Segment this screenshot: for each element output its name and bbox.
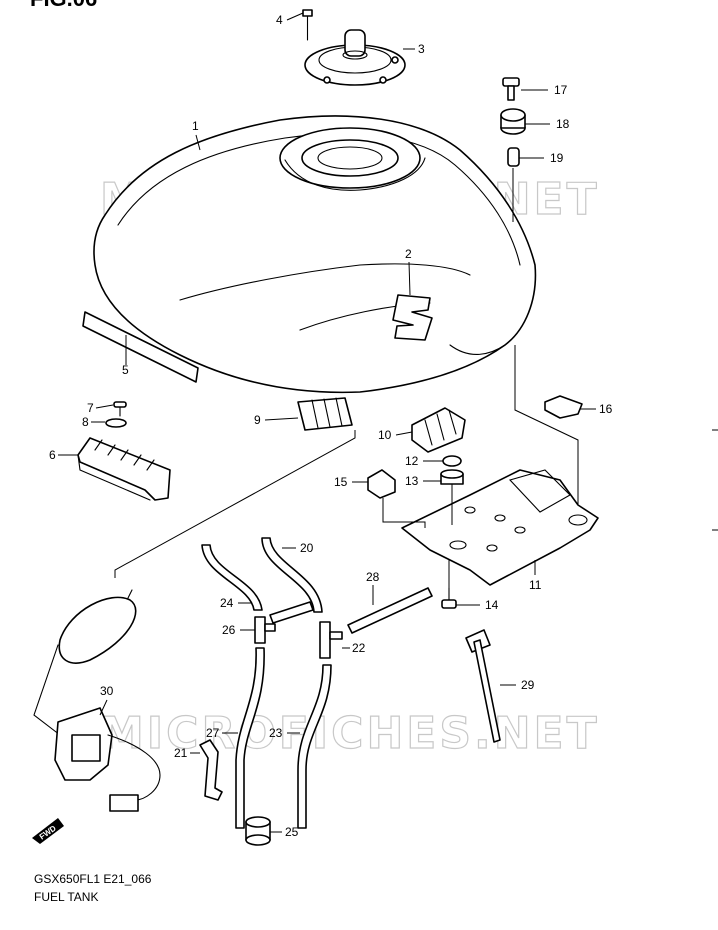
forward-arrow-icon: FWD (32, 818, 64, 844)
callout-12: 12 (405, 454, 419, 468)
bracket-plate-part-11 (401, 469, 599, 586)
callout-3: 3 (418, 42, 425, 56)
hose-part-20 (261, 537, 323, 613)
rubber-strip-part-5 (82, 311, 199, 383)
cushion-part-10 (411, 407, 466, 453)
callout-9: 9 (254, 413, 261, 427)
callout-8: 8 (82, 415, 89, 429)
bolt-part-14 (441, 587, 457, 609)
watermark-bottom: MICROFICHES.NET (100, 708, 600, 759)
callout-16: 16 (599, 402, 613, 416)
callout-13: 13 (405, 474, 419, 488)
callout-18: 18 (556, 117, 570, 131)
cushion-part-9 (297, 397, 353, 431)
screw-part-7 (113, 401, 127, 417)
callout-7: 7 (87, 401, 94, 415)
cushion-part-15 (367, 469, 396, 499)
callout-23: 23 (269, 726, 283, 740)
callout-15: 15 (334, 475, 348, 489)
washer-part-8 (105, 418, 127, 428)
hose-part-23 (297, 664, 332, 829)
bracket-part-6 (77, 437, 171, 501)
pad-part-16 (544, 395, 583, 419)
clip-part-21 (199, 739, 223, 801)
clamp-part-25 (245, 816, 271, 846)
collar-part-19 (507, 147, 520, 167)
callout-labels: 1 2 3 4 5 6 7 8 9 10 11 12 13 14 15 16 1… (49, 13, 613, 839)
callout-11: 11 (529, 578, 542, 592)
cushion-part-18 (500, 108, 526, 135)
hose-part-24 (201, 544, 263, 611)
callout-25: 25 (285, 825, 299, 839)
callout-5: 5 (122, 363, 129, 377)
callout-29: 29 (521, 678, 535, 692)
callout-28: 28 (366, 570, 380, 584)
joint-part-26 (254, 616, 276, 644)
callout-10: 10 (378, 428, 392, 442)
callout-17: 17 (554, 83, 568, 97)
callout-14: 14 (485, 598, 499, 612)
leader-lines (58, 12, 596, 833)
section-name: FUEL TANK (34, 890, 99, 904)
callout-21: 21 (174, 746, 188, 760)
callout-2: 2 (405, 247, 412, 261)
fuel-level-gauge-part-30 (33, 589, 161, 812)
model-code: GSX650FL1 E21_066 (34, 872, 152, 886)
callout-26: 26 (222, 623, 236, 637)
callout-27: 27 (206, 726, 220, 740)
figure-title: FIG.06 (30, 0, 97, 12)
band-part-29 (465, 629, 501, 743)
joint-part-22 (319, 621, 343, 659)
fuel-tank-part-1 (93, 115, 537, 394)
callout-22: 22 (352, 641, 366, 655)
bolt-part-17 (502, 77, 520, 101)
callout-30: 30 (100, 684, 114, 698)
pipe-segment-between (269, 601, 314, 624)
collar-part-12 (442, 455, 462, 467)
callout-19: 19 (550, 151, 564, 165)
fuel-cap-part-3 (304, 29, 406, 86)
callout-4: 4 (276, 13, 283, 27)
bolt-part-4 (302, 9, 313, 41)
pipe-part-28 (347, 587, 433, 634)
callout-1: 1 (192, 119, 199, 133)
collar-part-13 (440, 469, 464, 485)
hose-part-27 (235, 647, 265, 829)
callout-20: 20 (300, 541, 314, 555)
callout-24: 24 (220, 596, 234, 610)
callout-6: 6 (49, 448, 56, 462)
